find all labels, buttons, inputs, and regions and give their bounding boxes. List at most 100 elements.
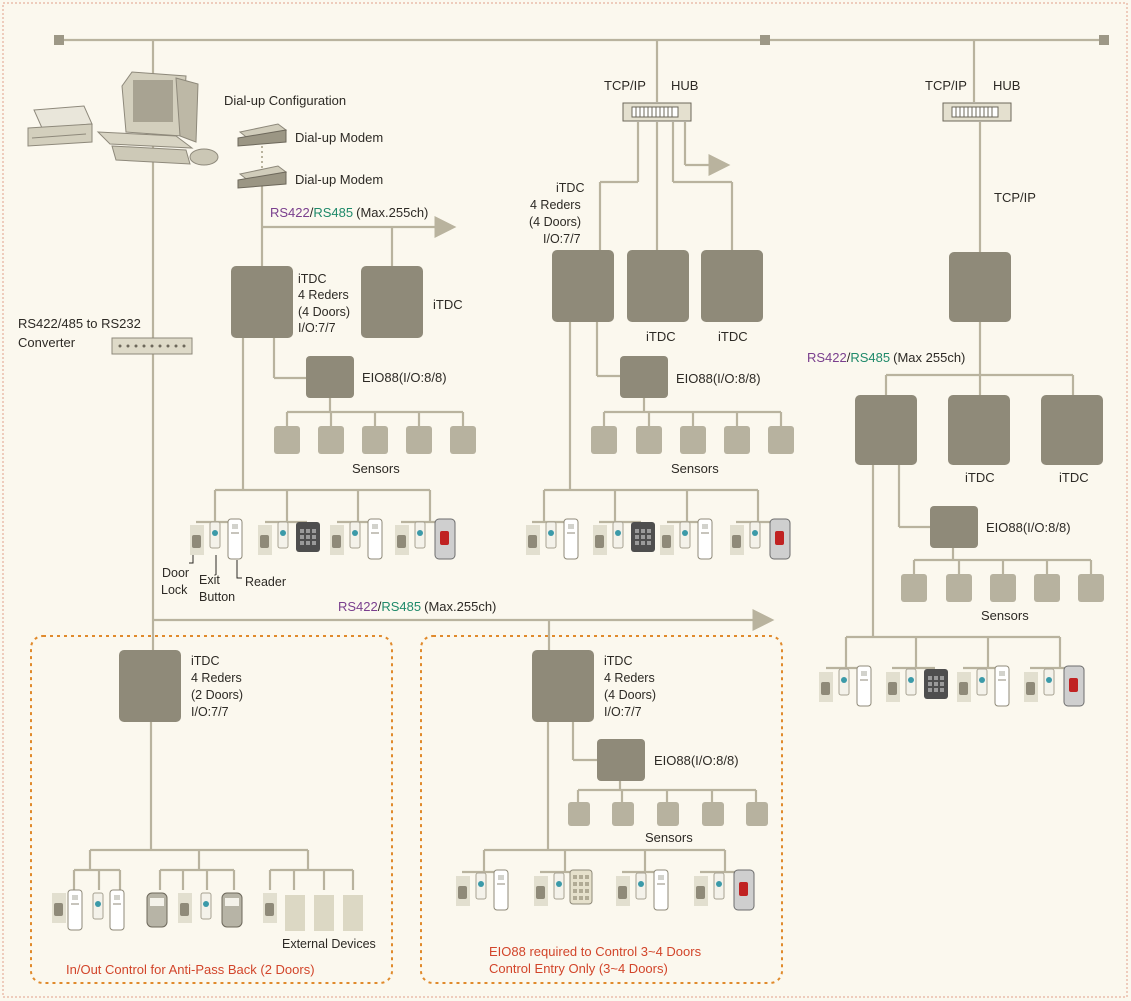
itdc-controller [855, 395, 917, 465]
door-lock-icon [178, 893, 192, 923]
sensor-row [274, 426, 476, 454]
itdc-controller [627, 250, 689, 322]
keypad-reader-icon [924, 669, 948, 699]
door-lock-icon [593, 525, 607, 555]
computer-icon [96, 71, 219, 166]
door-lock-icon [258, 525, 272, 555]
group-anti-pass-back [30, 635, 393, 984]
bus-terminator [1099, 35, 1109, 45]
keypad-reader-icon [146, 892, 168, 928]
card-reader-icon [563, 518, 579, 560]
network-lines [59, 38, 1104, 890]
keypad-reader-icon [631, 522, 655, 552]
itdc-controller [1041, 395, 1103, 465]
fingerprint-reader-icon [1063, 665, 1085, 707]
label-readers: 4 Reders [298, 288, 349, 302]
eio88-module [620, 356, 668, 398]
door-lock-icon [1024, 672, 1038, 702]
label-itdc: iTDC [646, 329, 676, 344]
label-itdc: iTDC [433, 297, 463, 312]
label-itdc: iTDC [556, 181, 584, 195]
card-reader-icon [109, 889, 125, 931]
label-itdc: iTDC [1059, 470, 1089, 485]
label-tcpip: TCP/IP [994, 190, 1036, 205]
note-eio-required: EIO88 required to Control 3~4 Doors [489, 944, 702, 959]
exit-button-icon [838, 668, 850, 696]
door-lock-icon [190, 525, 204, 555]
exit-button-icon [749, 521, 761, 549]
itdc-controller [361, 266, 423, 338]
label-itdc: iTDC [191, 654, 219, 668]
exit-button-icon [209, 521, 221, 549]
door-lock-icon [730, 525, 744, 555]
card-reader-icon [227, 518, 243, 560]
card-reader-icon [697, 518, 713, 560]
label-doors: (4 Doors) [604, 688, 656, 702]
door-lock-icon [330, 525, 344, 555]
external-devices [285, 895, 363, 931]
exit-button-icon [475, 872, 487, 900]
label-sensors: Sensors [352, 461, 400, 476]
door-lock-icon [52, 893, 66, 923]
sensor-row [568, 802, 768, 826]
hub-icon [942, 102, 1012, 122]
label-readers: 4 Reders [530, 198, 581, 212]
itdc-controller [231, 266, 293, 338]
door-lock-icon [456, 876, 470, 906]
printer-icon [27, 105, 93, 147]
exit-button-icon [612, 521, 624, 549]
eio88-module [597, 739, 645, 781]
label-exit: Exit [199, 573, 220, 587]
eio88-module [930, 506, 978, 548]
door-lock-icon [694, 876, 708, 906]
exit-button-icon [92, 892, 104, 920]
group-control-entry [420, 635, 783, 984]
label-dialup-modem: Dial-up Modem [295, 172, 383, 187]
itdc-controller [948, 395, 1010, 465]
label-button: Button [199, 590, 235, 604]
callout-line [236, 560, 242, 579]
card-reader-icon [367, 518, 383, 560]
label-hub: HUB [671, 78, 698, 93]
card-reader-icon [653, 869, 669, 911]
label-lock: Lock [161, 583, 188, 597]
note-control-entry: Control Entry Only (3~4 Doors) [489, 961, 668, 976]
callout-line [189, 555, 194, 564]
label-eio88: EIO88(I/O:8/8) [654, 753, 739, 768]
label-eio88: EIO88(I/O:8/8) [676, 371, 761, 386]
exit-button-icon [200, 892, 212, 920]
label-sensors: Sensors [981, 608, 1029, 623]
label-hub: HUB [993, 78, 1020, 93]
keypad-reader-icon [296, 522, 320, 552]
sensor-row [901, 574, 1104, 602]
label-io: I/O:7/7 [604, 705, 642, 719]
keypad-reader-icon [221, 892, 243, 928]
label-readers: 4 Reders [191, 671, 242, 685]
eio88-module [306, 356, 354, 398]
label-dialup-config: Dial-up Configuration [224, 93, 346, 108]
label-doors: (4 Doors) [298, 305, 350, 319]
door-lock-icon [616, 876, 630, 906]
door-lock-icon [957, 672, 971, 702]
label-itdc: iTDC [718, 329, 748, 344]
door-lock-icon [526, 525, 540, 555]
exit-button-icon [713, 872, 725, 900]
label-io: I/O:7/7 [191, 705, 229, 719]
fingerprint-reader-icon [769, 518, 791, 560]
exit-button-icon [1043, 668, 1055, 696]
exit-button-icon [553, 872, 565, 900]
itdc-controller [949, 252, 1011, 322]
label-readers: 4 Reders [604, 671, 655, 685]
door-lock-icon [395, 525, 409, 555]
label-eio88: EIO88(I/O:8/8) [986, 520, 1071, 535]
exit-button-icon [905, 668, 917, 696]
modem-icon [237, 123, 288, 147]
bus-terminator [760, 35, 770, 45]
label-dialup-modem: Dial-up Modem [295, 130, 383, 145]
door-lock-icon [819, 672, 833, 702]
label-converter: RS422/485 to RS232 [18, 316, 141, 331]
exit-button-icon [679, 521, 691, 549]
label-reader: Reader [245, 575, 286, 589]
modem-icon [237, 165, 288, 189]
